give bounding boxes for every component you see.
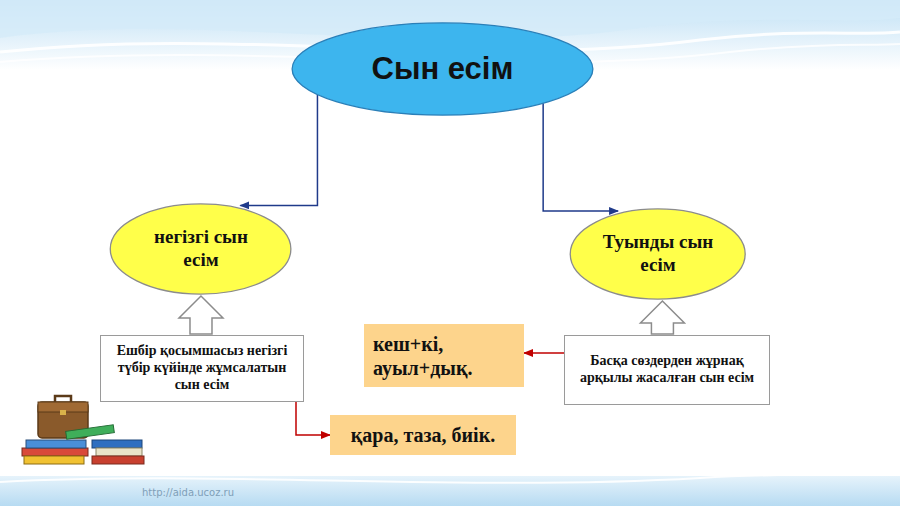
node-text: негізгі сын есім	[139, 226, 263, 272]
example-box: кеш+кі, ауыл+дық.	[364, 324, 524, 387]
block-arrow	[640, 301, 684, 334]
example-arrow	[524, 352, 564, 354]
node-text: Ешбір қосымшасыз негізгі түбір күйінде ж…	[109, 343, 295, 393]
category-ellipse: Туынды сын есім	[569, 208, 746, 300]
node-text: кеш+кі, ауыл+дық.	[373, 332, 515, 380]
branch-arrow	[240, 95, 317, 206]
definition-box: Ешбір қосымшасыз негізгі түбір күйінде ж…	[100, 335, 304, 402]
branch-arrow	[543, 103, 618, 211]
definition-box: Басқа сөздерден жұрнақ арқылы жасалған с…	[564, 335, 770, 405]
block-arrow	[179, 296, 223, 334]
title-ellipse: Сын есім	[290, 22, 595, 116]
watermark: http://aida.ucoz.ru	[142, 487, 234, 498]
example-box: қара, таза, биік.	[330, 415, 516, 455]
node-text: Сын есім	[372, 50, 514, 87]
category-ellipse: негізгі сын есім	[109, 203, 292, 295]
node-text: Туынды сын есім	[598, 231, 718, 277]
node-text: қара, таза, биік.	[351, 423, 495, 447]
example-arrow	[296, 402, 330, 435]
node-text: Басқа сөздерден жұрнақ арқылы жасалған с…	[573, 353, 761, 387]
